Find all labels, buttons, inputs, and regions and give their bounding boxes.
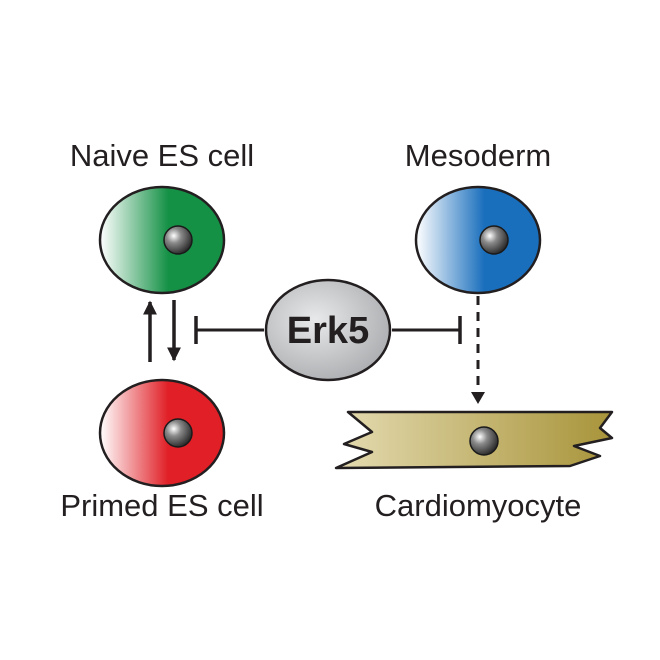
naive-es-cell-label: Naive ES cell — [70, 138, 254, 173]
mesoderm-cell — [414, 185, 542, 295]
erk5-inhibits-differentiation — [392, 316, 462, 344]
primed-es-cell-label: Primed ES cell — [60, 488, 263, 523]
erk5-label: Erk5 — [287, 310, 369, 352]
erk5-ellipse — [264, 278, 392, 382]
cardiomyocyte-nucleus — [469, 426, 499, 456]
erk5-inhibits-es-transition — [194, 316, 264, 344]
naive-cell-nucleus — [163, 225, 193, 255]
cardiomyocyte-cell — [334, 410, 614, 470]
erk5-node: Erk5 — [264, 278, 392, 382]
mesoderm-cell-body — [414, 185, 542, 295]
mesoderm-cell-nucleus — [479, 225, 509, 255]
cardiomyocyte-label: Cardiomyocyte — [375, 488, 582, 523]
mesoderm-to-cardiomyocyte-arrowhead — [471, 392, 485, 404]
naive-cell-body — [98, 185, 226, 295]
mesoderm-label: Mesoderm — [405, 138, 551, 173]
primed-cell-nucleus — [163, 418, 193, 448]
primed-es-cell — [98, 378, 226, 488]
naive-es-cell — [98, 185, 226, 295]
primed-cell-body — [98, 378, 226, 488]
